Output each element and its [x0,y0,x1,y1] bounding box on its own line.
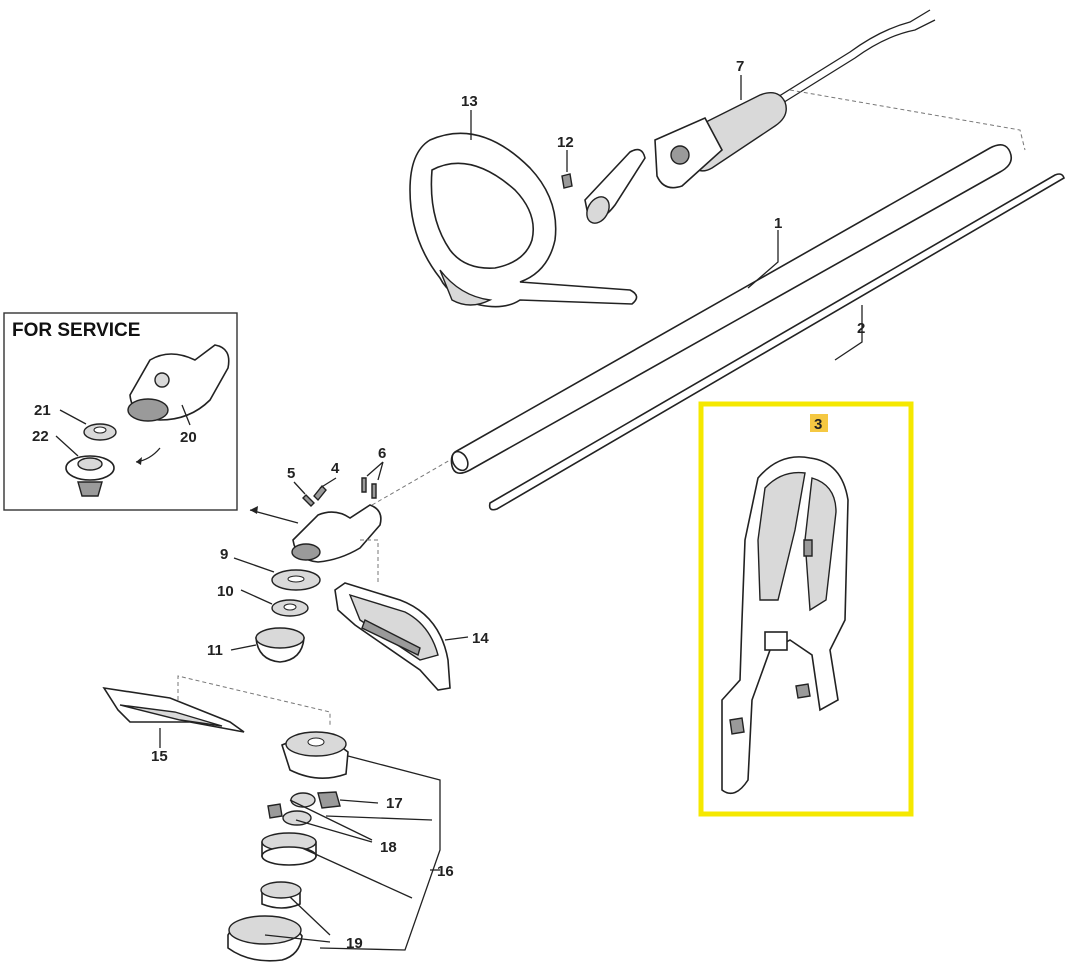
highlight-frame [698,401,914,817]
screw-4[interactable] [313,484,327,502]
service-washer[interactable] [83,423,117,441]
label-part-1: 1 [774,215,782,232]
cup-11[interactable] [255,627,305,663]
washer-9[interactable] [271,569,321,591]
spool-cap[interactable] [281,731,349,779]
spool-bracket [319,755,441,951]
label-part-9: 9 [220,546,228,563]
eyelets-18[interactable] [267,792,316,826]
gearhead-assembly[interactable] [127,344,230,422]
service-box-title: FOR SERVICE [12,320,140,341]
label-part-16: 16 [437,863,454,880]
shoulder-harness[interactable] [721,456,849,795]
spool-16[interactable] [261,832,317,866]
service-collar[interactable] [65,455,115,497]
label-part-2: 2 [857,320,865,337]
lower-gearhead[interactable] [249,459,451,585]
shaft-tube[interactable] [449,144,1013,474]
eyelet-17[interactable] [317,791,341,809]
handle-bracket[interactable] [561,148,646,228]
label-part-21: 21 [34,402,51,419]
label-part-22: 22 [32,428,49,445]
washer-10[interactable] [271,599,309,617]
service-box: FOR SERVICE [3,312,238,511]
label-part-3-bg [810,414,828,432]
label-part-5: 5 [287,465,295,482]
loop-handle[interactable] [409,132,638,308]
label-part-10: 10 [217,583,234,600]
label-part-6: 6 [378,445,386,462]
label-part-14: 14 [472,630,489,647]
drive-cable[interactable] [488,173,1065,511]
label-part-15: 15 [151,748,168,765]
label-part-17: 17 [386,795,403,812]
label-part-11: 11 [207,642,223,659]
label-part-13: 13 [461,93,478,110]
label-part-7: 7 [736,58,744,75]
label-part-20: 20 [180,429,197,446]
spool-housing-19[interactable] [227,881,303,962]
brush-blade[interactable] [102,686,245,733]
throttle-handle[interactable] [654,9,1026,189]
label-part-18: 18 [380,839,397,856]
trimmer-guard[interactable] [334,582,451,691]
label-part-4: 4 [331,460,340,477]
label-part-19: 19 [346,935,363,952]
screw-5[interactable] [302,494,315,507]
label-part-12: 12 [557,134,574,151]
screws-6[interactable] [361,477,377,499]
label-part-3: 3 [814,416,822,433]
